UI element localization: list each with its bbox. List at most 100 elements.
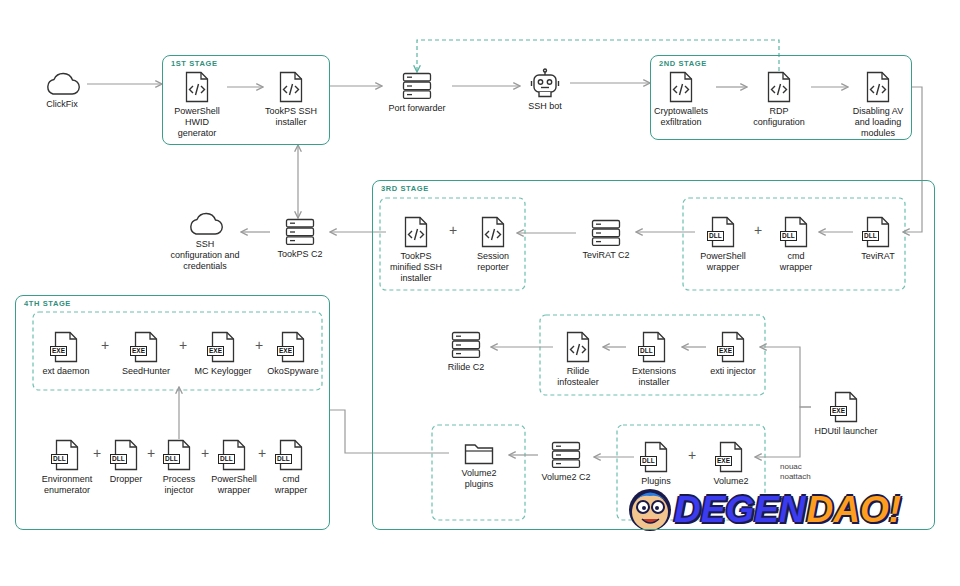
dashed-group (380, 198, 525, 290)
server-icon (285, 218, 315, 246)
stage-heading: 2ND STAGE (659, 59, 707, 68)
cloud-node: SSH configuration and credentials (169, 212, 241, 272)
plus-sign: + (101, 338, 109, 352)
icon-graphic (767, 71, 791, 103)
watermark-text: DEGEN (674, 490, 806, 530)
file-type-badge: EXE (715, 456, 732, 466)
exe-file-node: EXEOkoSpyware (265, 331, 321, 377)
dashed-group (683, 198, 905, 290)
dll-file-node: DLLExtensions installer (626, 331, 682, 388)
dll-file-node: DLLProcess injector (157, 439, 201, 496)
cloud-node: ClickFix (37, 72, 87, 110)
script-file-node: PowerShell HWID generator (167, 71, 227, 139)
icon-graphic (402, 72, 432, 100)
node-label: Rilide infostealer (553, 366, 603, 388)
server-node: Port forwarder (382, 72, 452, 114)
exe-file-node: EXE exti injector (706, 331, 760, 377)
node-label: ext daemon (41, 366, 91, 377)
exe-file-icon: EXE (54, 331, 78, 363)
dashed-group (432, 425, 525, 520)
icon-graphic (481, 216, 505, 248)
connector (330, 410, 449, 453)
folder-node: Volume2 plugins (449, 441, 509, 490)
plus-sign: + (255, 338, 263, 352)
dll-file-icon: DLL (222, 439, 246, 471)
file-type-badge: EXE (717, 346, 734, 356)
node-label: PowerShell HWID generator (167, 106, 227, 139)
file-type-badge: DLL (218, 454, 235, 464)
exe-file-icon: EXE (211, 331, 235, 363)
connector (636, 231, 695, 232)
node-label: cmd wrapper (269, 474, 313, 496)
dll-file-node: DLLPowerShell wrapper (207, 439, 261, 496)
exe-file-icon: EXE (834, 391, 858, 423)
file-type-badge: EXE (830, 406, 847, 416)
connector (819, 231, 853, 232)
connector (241, 231, 270, 232)
icon-graphic (44, 72, 80, 96)
server-node: TeviRAT C2 (576, 219, 636, 261)
node-label: Disabling AV and loading modules (848, 106, 908, 139)
connector (227, 86, 263, 87)
plus-sign: + (201, 446, 209, 460)
icon-graphic (404, 216, 428, 248)
connector (903, 87, 922, 232)
connector (517, 232, 576, 233)
server-icon (591, 219, 621, 247)
node-label: Volume2 (707, 476, 755, 487)
file-type-badge: DLL (862, 231, 879, 241)
file-type-badge: DLL (638, 346, 655, 356)
connector (417, 40, 779, 72)
file-type-badge: DLL (780, 231, 797, 241)
node-label: SSH configuration and credentials (169, 239, 241, 272)
dashed-group (33, 312, 322, 390)
node-label: TookPS C2 (270, 249, 330, 260)
file-type-badge: DLL (707, 231, 724, 241)
watermark-text: DAO! (807, 490, 902, 530)
bot-icon (530, 68, 560, 98)
node-label: TeviRAT C2 (576, 250, 636, 261)
server-icon (551, 441, 581, 469)
icon-graphic (464, 441, 494, 465)
node-label: Volume2 C2 (538, 472, 594, 483)
dll-file-node: DLL cmd wrapper (269, 439, 313, 496)
stage-heading: 1ST STAGE (171, 59, 218, 68)
file-type-badge: DLL (275, 454, 292, 464)
node-label: RDP configuration (747, 106, 811, 128)
bot-node: SSH bot (520, 68, 570, 112)
plus-sign: + (93, 446, 101, 460)
node-label: Port forwarder (382, 103, 452, 114)
node-label: TeviRAT (853, 251, 903, 262)
dll-file-node: DLL PowerShell wrapper (695, 216, 751, 273)
dll-file-icon: DLL (642, 331, 666, 363)
icon-graphic (285, 218, 315, 246)
dll-file-icon: DLL (784, 216, 808, 248)
connector (330, 85, 382, 86)
node-label: exti injector (706, 366, 760, 377)
node-label: Plugins (634, 476, 678, 487)
script-file-node: Session reporter (469, 216, 517, 273)
dll-file-node: DLLcmd wrapper (773, 216, 819, 273)
file-type-badge: DLL (640, 456, 657, 466)
dll-file-node: DLL TeviRAT (853, 216, 903, 262)
script-file-node: RDP configuration (747, 71, 811, 128)
file-type-badge: EXE (277, 346, 294, 356)
exe-file-node: EXE ext daemon (41, 331, 91, 377)
exe-file-node: EXEMC Keylogger (193, 331, 253, 377)
script-file-icon (185, 71, 209, 103)
connector (297, 145, 298, 218)
node-label: PowerShell wrapper (695, 251, 751, 273)
server-icon (451, 331, 481, 359)
dll-file-icon: DLL (644, 441, 668, 473)
icon-graphic (187, 212, 223, 236)
node-label: Environment enumerator (37, 474, 97, 496)
node-label: Process injector (157, 474, 201, 496)
connector (760, 347, 811, 407)
icon-graphic (669, 71, 693, 103)
script-file-icon (481, 216, 505, 248)
script-file-icon (866, 71, 890, 103)
node-label: Cryptowallets exfiltration (646, 106, 716, 128)
folder-icon (464, 441, 494, 465)
connector (755, 407, 811, 457)
node-label: HDUtil launcher (811, 426, 881, 437)
